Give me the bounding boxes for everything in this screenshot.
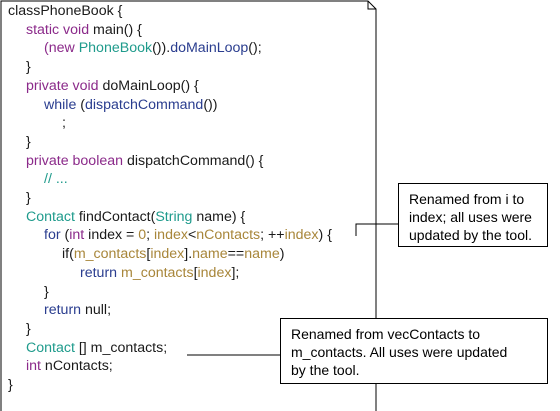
code-token: m_contacts <box>121 264 194 281</box>
code-line: } <box>26 320 31 339</box>
code-token: nContacts <box>196 227 261 244</box>
code-token: dispatchCommand <box>85 96 204 113</box>
code-token: index <box>284 227 319 244</box>
code-token: private boolean <box>26 152 124 169</box>
code-token: ) <box>279 246 285 263</box>
code-token: } <box>26 133 31 150</box>
callout-index-rename: Renamed from i to index; all uses were u… <box>398 183 548 247</box>
code-line: } <box>26 189 31 208</box>
code-token: (new <box>44 40 79 57</box>
code-line: ; <box>62 114 66 133</box>
code-line: Contact findContact(String name) { <box>26 208 245 227</box>
code-token: } <box>26 59 31 76</box>
folded-corner <box>367 1 376 10</box>
code-token: name <box>192 246 228 263</box>
code-token: (); <box>248 40 262 57</box>
code-token: [ <box>146 246 151 263</box>
code-token: ( <box>60 227 70 244</box>
code-token: } <box>26 190 31 206</box>
code-line: int nContacts; <box>26 357 113 376</box>
code-token: main() { <box>89 21 142 38</box>
code-token: private void <box>26 77 99 94</box>
code-token: int <box>26 358 41 375</box>
code-line: classPhoneBook { <box>8 2 122 21</box>
code-token: return <box>80 264 118 281</box>
callout-line: updated by the tool. <box>409 227 532 243</box>
code-line: while (dispatchCommand()) <box>44 96 218 115</box>
code-token: findContact( <box>74 208 156 225</box>
callout-line: Renamed from i to <box>409 191 525 207</box>
code-line: } <box>26 133 31 152</box>
code-line: // ... <box>44 170 68 189</box>
code-token: int <box>69 227 85 244</box>
code-token: 0 <box>138 227 147 244</box>
code-token: ()) <box>203 96 218 113</box>
code-line: if(m_contacts[index].name==name) <box>62 245 284 264</box>
code-token: } <box>26 320 31 337</box>
code-token: classPhoneBook { <box>8 3 123 19</box>
code-token: ]; <box>231 264 240 281</box>
code-line: private void doMainLoop() { <box>26 77 199 96</box>
callout-contacts-rename: Renamed from vecContacts to m_contacts. … <box>280 318 548 384</box>
code-token: doMainLoop <box>170 40 249 57</box>
code-line: (new PhoneBook()).doMainLoop(); <box>44 39 262 58</box>
code-line: Contact [] m_contacts; <box>26 339 167 358</box>
code-token: for <box>44 227 61 244</box>
code-token: // ... <box>44 171 68 188</box>
code-token: ; <box>62 115 66 132</box>
code-line: } <box>8 376 13 395</box>
code-token: ) { <box>318 227 332 244</box>
code-token: static void <box>26 21 90 38</box>
code-token: nContacts; <box>40 358 113 375</box>
code-token: doMainLoop() { <box>98 77 199 94</box>
code-line: static void main() { <box>26 21 142 40</box>
code-token: PhoneBook <box>78 40 153 57</box>
code-line: return m_contacts[index]; <box>80 264 239 283</box>
code-token: == <box>227 246 245 263</box>
code-line: for (int index = 0; index<nContacts; ++i… <box>44 226 332 245</box>
callout-line: m_contacts. All uses were updated <box>291 344 508 360</box>
code-line: } <box>26 58 31 77</box>
leader-line-index <box>355 223 398 236</box>
code-token: } <box>8 377 13 393</box>
code-token: index <box>197 264 232 281</box>
code-token: ]. <box>184 246 193 263</box>
callout-line: Renamed from vecContacts to <box>291 326 481 342</box>
code-token: ( <box>76 96 86 113</box>
code-token: name) { <box>192 208 246 225</box>
code-token: Contact <box>26 339 75 356</box>
callout-line: index; all uses were <box>409 209 532 225</box>
code-token: index = <box>84 227 139 244</box>
code-token: name <box>244 246 280 263</box>
code-token: null; <box>81 302 112 319</box>
code-token: ; <box>146 227 155 244</box>
code-token: if( <box>62 246 74 263</box>
code-token: ()). <box>152 40 171 57</box>
code-token: String <box>155 208 193 225</box>
code-token: while <box>44 96 77 113</box>
code-token: < <box>187 227 197 244</box>
code-token: [ <box>193 264 198 281</box>
code-line: private boolean dispatchCommand() { <box>26 152 263 171</box>
code-token: index <box>154 227 188 244</box>
code-token: m_contacts <box>73 246 147 263</box>
code-token: [] m_contacts; <box>74 339 168 356</box>
code-token: return <box>44 302 82 319</box>
code-token: Contact <box>26 208 75 225</box>
code-token: index <box>150 246 185 263</box>
code-line: } <box>44 283 49 302</box>
code-token: dispatchCommand() { <box>123 152 264 169</box>
code-line: return null; <box>44 301 111 320</box>
code-token: } <box>44 283 49 300</box>
code-token: ; ++ <box>260 227 285 244</box>
callout-line: by the tool. <box>291 362 360 378</box>
